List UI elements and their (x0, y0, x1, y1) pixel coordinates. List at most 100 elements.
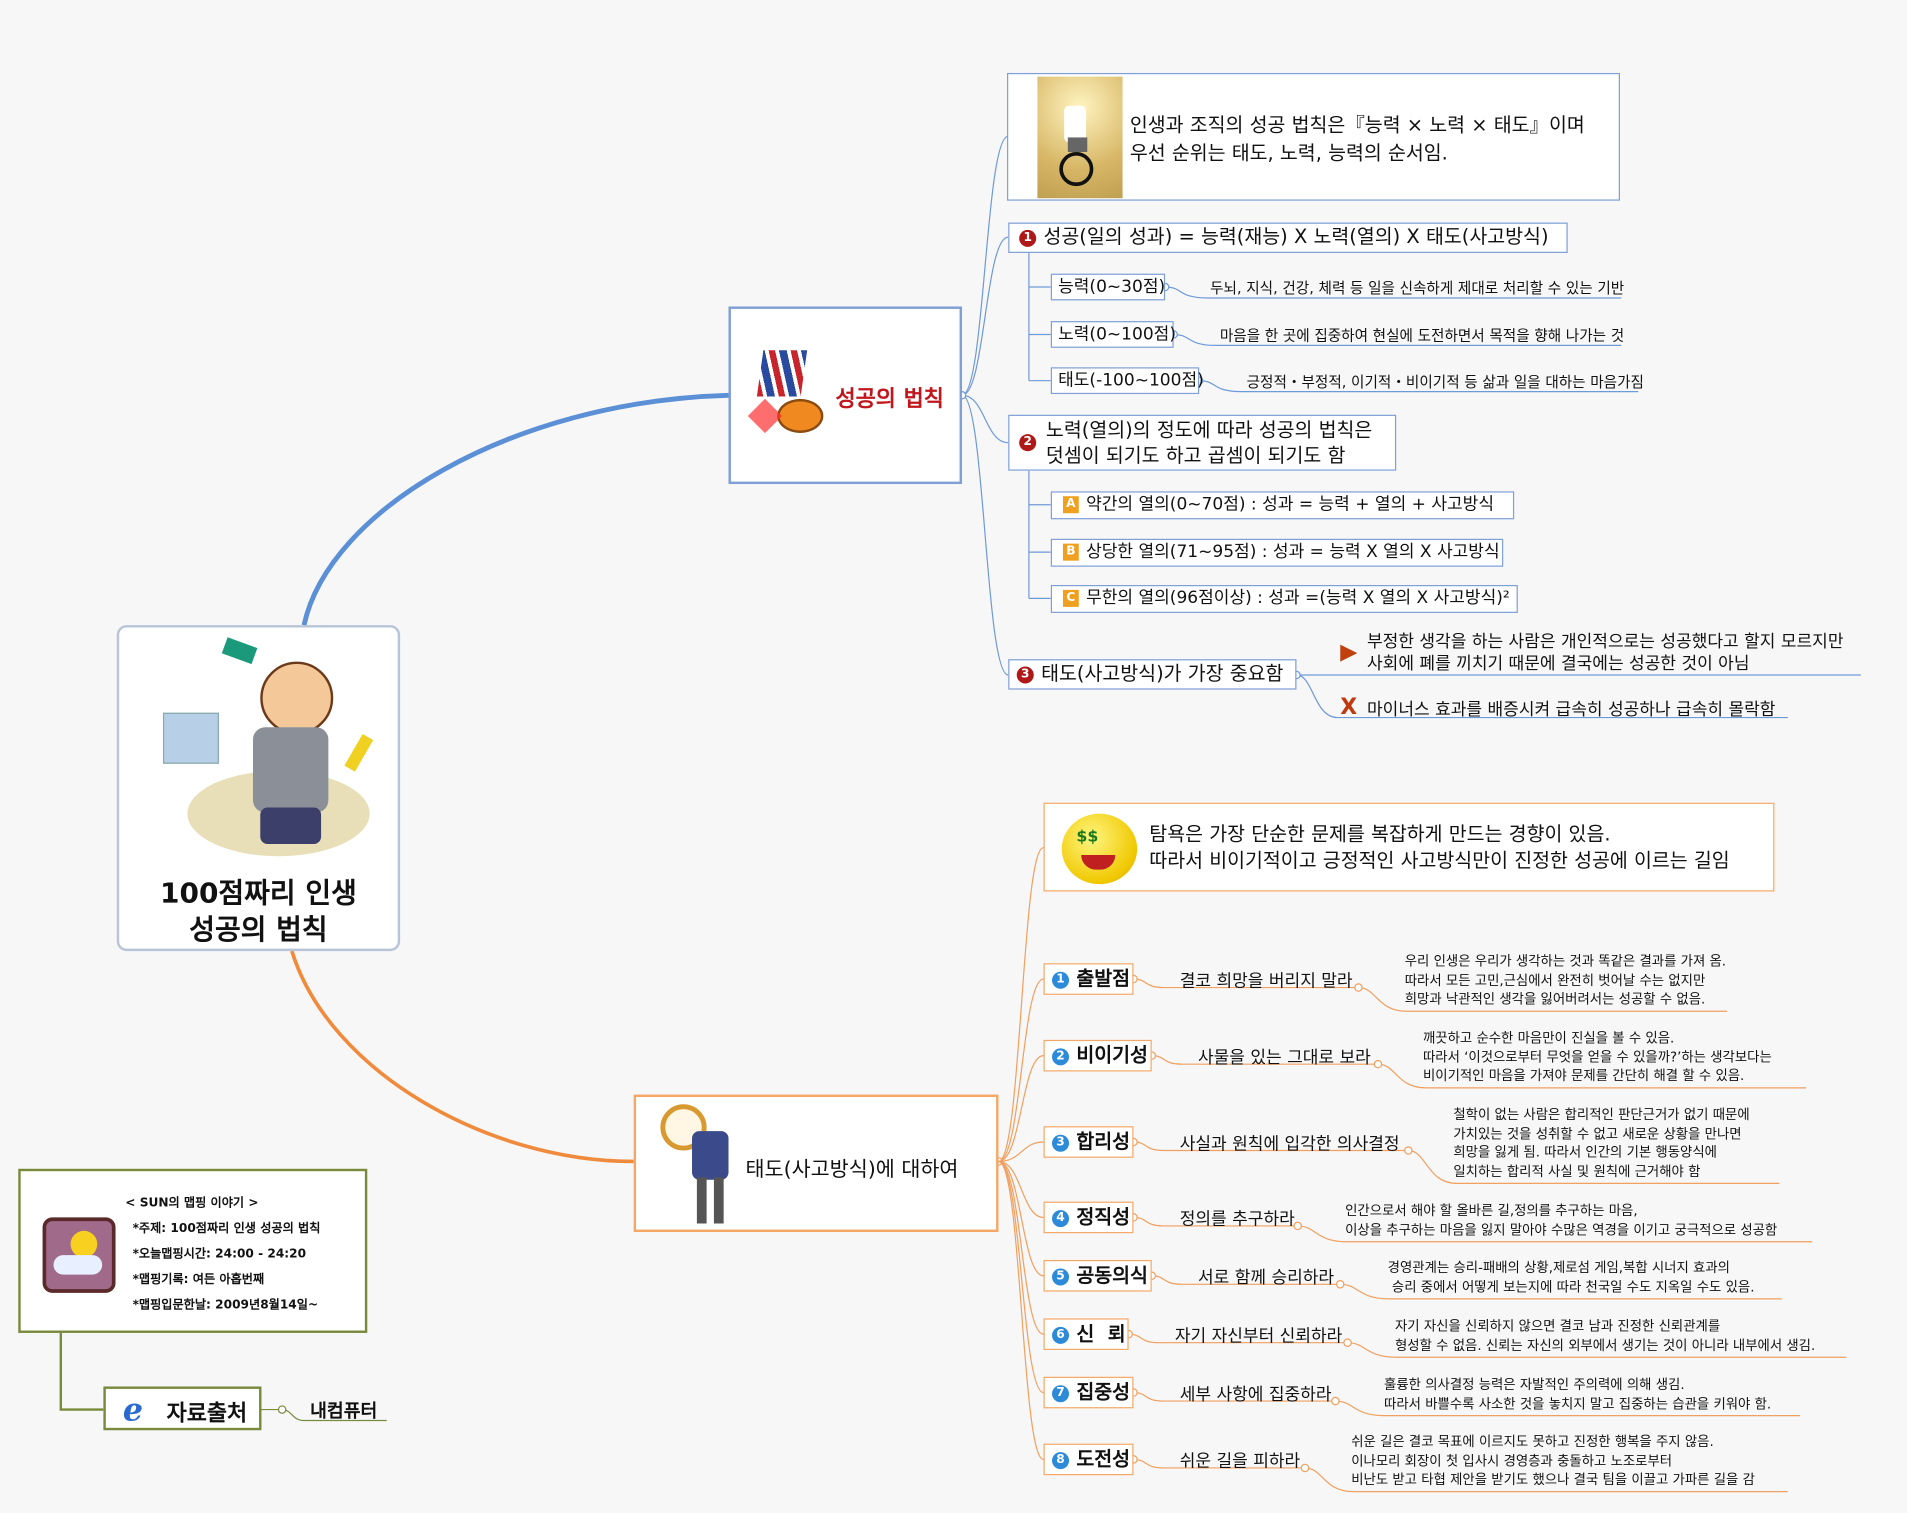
factor-node[interactable]: 노력(0~100점) (1050, 321, 1176, 348)
unicycle-juggler-illustration (1037, 76, 1123, 199)
number-badge: 7 (1052, 1384, 1070, 1402)
detail-underline (1340, 1283, 1782, 1300)
jumping-man-illustration (139, 637, 382, 868)
branch-row (998, 1160, 1044, 1335)
greed-line1: 탐욕은 가장 단순한 문제를 복잡하게 만드는 경향이 있음. (1149, 822, 1611, 846)
branch-row (998, 978, 1044, 1163)
letter-tag-a: A (1062, 496, 1079, 514)
factor-node[interactable]: 능력(0~30점) (1050, 273, 1165, 301)
branch-law-2 (961, 394, 1009, 444)
branch-attitude (290, 950, 634, 1164)
detail-underline (1297, 1225, 1813, 1243)
attitude-item-detail-line: 따라서 바쁠수록 사소한 것을 놓치지 말고 집중하는 습관을 키워야 함. (1384, 1395, 1772, 1412)
factor-description: 마음을 한 곳에 집중하여 현실에 도전하면서 목적을 향해 나가는 것 (1219, 327, 1625, 345)
number-badge: 2 (1052, 1047, 1070, 1065)
factor-label: 태도(-100~100점) (1058, 370, 1204, 391)
branch-row (998, 1160, 1044, 1461)
success-intro-node[interactable]: 인생과 조직의 성공 법칙은『능력 × 노력 × 태도』이며 우선 순위는 태도… (1007, 72, 1620, 201)
root-title-line2: 성공의 법칙 (189, 914, 328, 947)
attitude-item-principle: 사실과 원칙에 입각한 의사결정 (1179, 1134, 1400, 1155)
greed-intro-node[interactable]: $$ 탐욕은 가장 단순한 문제를 복잡하게 만드는 경향이 있음. 따라서 비… (1043, 802, 1775, 892)
detail-underline (1304, 1467, 1788, 1493)
attitude-item-detail-line: 형성할 수 없음. 신뢰는 자신의 외부에서 생기는 것이 아니라 내부에서 생… (1394, 1337, 1816, 1354)
info-title: < SUN의 맵핑 이야기 > (125, 1196, 259, 1211)
attitude-item-detail-line: 우리 인생은 우리가 생각하는 것과 똑같은 결과를 가져 옴. (1404, 953, 1727, 970)
collapse-handle[interactable] (1335, 1280, 1345, 1289)
law-item-2-line1: 노력(열의)의 정도에 따라 성공의 법칙은 (1045, 418, 1373, 442)
collapse-handle[interactable] (1293, 1221, 1302, 1231)
branch-greed (998, 847, 1045, 1163)
collapse-handle[interactable] (277, 1405, 287, 1414)
success-law-node[interactable]: 성공의 법칙 (728, 306, 963, 485)
success-intro-line1: 인생과 조직의 성공 법칙은『능력 × 노력 × 태도』이며 (1129, 113, 1585, 137)
success-intro-line2: 우선 순위는 태도, 노력, 능력의 순서임. (1129, 141, 1448, 165)
number-badge: 5 (1052, 1267, 1070, 1285)
number-badge: 3 (1052, 1134, 1070, 1152)
magnifier-man-illustration (658, 1102, 743, 1230)
law-item-2[interactable]: 2 노력(열의)의 정도에 따라 성공의 법칙은 덧셈이 되기도 하고 곱셈이 … (1008, 414, 1397, 471)
factor-label: 노력(0~100점) (1058, 324, 1176, 345)
attitude-item-principle: 사물을 있는 그대로 보라 (1197, 1048, 1371, 1068)
passion-level-node[interactable]: A 약간의 열의(0~70점) : 성과 = 능력 + 열의 + 사고방식 (1050, 491, 1515, 520)
factor-underline (1199, 380, 1639, 393)
attitude-item-detail-line: 비이기적인 마음을 가져야 문제를 간단히 해결 할 수 있음. (1422, 1067, 1745, 1084)
attitude-item-detail-line: 따라서 모든 고민,근심에서 완전히 벗어날 수는 없지만 (1404, 972, 1706, 989)
branch-law-1 (961, 236, 1009, 396)
attitude-item-detail-line: 따라서 ‘이것으로부터 무엇을 얻을 수 있을까?’하는 생각보다는 (1422, 1048, 1772, 1065)
factor-underline (1173, 333, 1622, 347)
attitude-item-detail-line: 철학이 없는 사람은 합리적인 판단근거가 없기 때문에 (1453, 1106, 1750, 1123)
info-start-date: *맵핑입문한날: 2009년8월14일~ (132, 1298, 319, 1313)
detail-underline (1408, 1149, 1780, 1184)
attitude-item-detail-line: 희망을 잃게 됨. 따라서 인간의 기본 행동양식에 (1453, 1144, 1717, 1161)
collapse-handle[interactable] (1404, 1146, 1413, 1155)
law-item-3-text: 태도(사고방식)가 가장 중요함 (1041, 661, 1284, 685)
passion-level-text: 약간의 열의(0~70점) : 성과 = 능력 + 열의 + 사고방식 (1086, 494, 1495, 515)
medal-icon (747, 350, 826, 435)
info-box[interactable]: < SUN의 맵핑 이야기 > *주제: 100점짜리 인생 성공의 법칙 *오… (18, 1168, 368, 1333)
branch-row (998, 1160, 1044, 1277)
attitude-item-name: 신 뢰 (1076, 1322, 1126, 1346)
branch-law-3 (961, 394, 1009, 676)
attitude-item-5[interactable]: 5 공동의식 (1043, 1259, 1152, 1292)
attitude-node[interactable]: 태도(사고방식)에 대하여 (633, 1094, 999, 1233)
attitude-item-detail-line: 이상을 추구하는 마음을 잃지 말아야 수많은 역경을 이기고 궁극적으로 성공… (1345, 1221, 1778, 1238)
attitude-item-principle: 결코 희망을 버리지 말라 (1179, 971, 1353, 992)
source-node[interactable]: e 자료출처 (103, 1386, 262, 1431)
attitude-item-detail-line: 인간으로서 해야 할 올바른 길,정의를 추구하는 마음, (1345, 1202, 1638, 1219)
collapse-handle[interactable] (1300, 1463, 1310, 1473)
detail-underline (1358, 986, 1728, 1012)
detail-underline (1335, 1400, 1800, 1417)
collapse-handle[interactable] (1354, 983, 1363, 992)
number-badge: 1 (1052, 971, 1070, 989)
sun-cloud-icon (42, 1217, 116, 1293)
note1-line1: 부정한 생각을 하는 사람은 개인적으로는 성공했다고 할지 모르지만 (1367, 632, 1844, 652)
branch-row (998, 1055, 1044, 1163)
attitude-item-name: 공동의식 (1076, 1263, 1148, 1287)
attitude-item-detail-line: 가치있는 것을 성취할 수 없고 새로운 상황을 만나면 (1453, 1125, 1742, 1142)
root-node[interactable]: 100점짜리 인생 성공의 법칙 (116, 625, 401, 952)
branch-source (59, 1332, 104, 1411)
factor-description: 두뇌, 지식, 건강, 체력 등 일을 신속하게 제대로 처리할 수 있는 기반 (1210, 279, 1625, 297)
attitude-item-detail-line: 희망과 낙관적인 생각을 잃어버려서는 성공할 수 없음. (1404, 991, 1706, 1008)
passion-level-text: 상당한 열의(71~95점) : 성과 = 능력 X 열의 X 사고방식 (1086, 542, 1500, 562)
branch-row (998, 1141, 1044, 1163)
attitude-item-principle: 서로 함께 승리하라 (1197, 1268, 1335, 1288)
collapse-handle[interactable] (1343, 1338, 1352, 1347)
number-badge-2: 2 (1019, 434, 1037, 452)
collapse-handle[interactable] (1331, 1396, 1340, 1406)
attitude-item-detail-line: 비난도 받고 타협 제안을 받기도 했으나 결국 팀을 이끌고 가파른 길을 감 (1351, 1471, 1755, 1488)
collapse-handle[interactable] (1373, 1059, 1383, 1069)
factor-node[interactable]: 태도(-100~100점) (1050, 367, 1204, 395)
